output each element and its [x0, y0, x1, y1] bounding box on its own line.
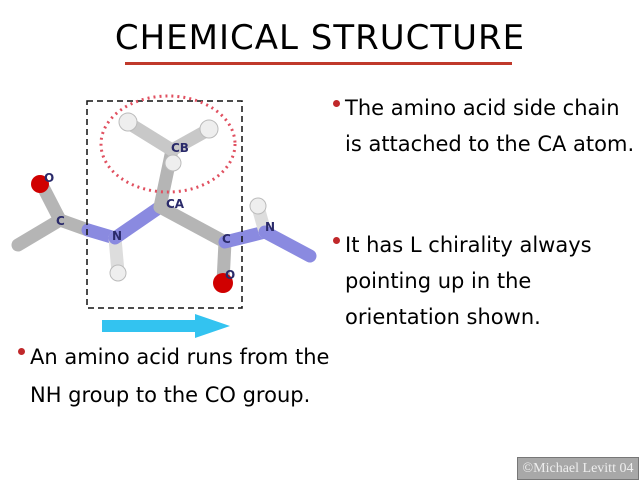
hydrogen-atom [164, 154, 182, 172]
bullet-text: The amino acid side chain is attached to… [345, 96, 635, 156]
hydrogen-atom [118, 112, 138, 132]
side-chain-circle [99, 94, 237, 194]
atom-label: O [225, 268, 235, 282]
bullet-side-chain: The amino acid side chain is attached to… [333, 90, 635, 162]
bullet-direction: An amino acid runs from the NH group to … [18, 338, 330, 414]
bullet-chirality: It has L chirality always pointing up in… [333, 227, 635, 335]
oxygen-atom [31, 175, 49, 193]
bond [218, 225, 272, 249]
bond [123, 117, 179, 157]
oxygen-atom [213, 273, 233, 293]
slide-title: CHEMICAL STRUCTURE [114, 18, 526, 58]
residue-box [86, 100, 243, 309]
bond [258, 225, 317, 263]
atom-label: O [44, 171, 54, 185]
bond [153, 200, 232, 249]
hydrogen-atom [249, 197, 267, 215]
bond [108, 200, 167, 245]
bullet-text: An amino acid runs from the NH group to … [30, 345, 330, 407]
bond [11, 213, 67, 252]
hydrogen-atom [109, 264, 127, 282]
bullet-dot-icon [333, 237, 340, 244]
atom-label: C [56, 214, 65, 228]
bullet-text: It has L chirality always pointing up in… [345, 233, 592, 329]
atom-label: C [222, 232, 231, 246]
atom-label: N [265, 220, 275, 234]
atom-label: CA [166, 197, 185, 211]
bullet-dot-icon [18, 348, 25, 355]
atom-label: CB [171, 141, 189, 155]
bullet-dot-icon [333, 100, 340, 107]
direction-arrow [102, 314, 230, 338]
title-underline [125, 62, 512, 65]
hydrogen-atom [199, 119, 219, 139]
atom-label: N [112, 229, 122, 243]
copyright-credit: ©Michael Levitt 04 [517, 457, 639, 480]
